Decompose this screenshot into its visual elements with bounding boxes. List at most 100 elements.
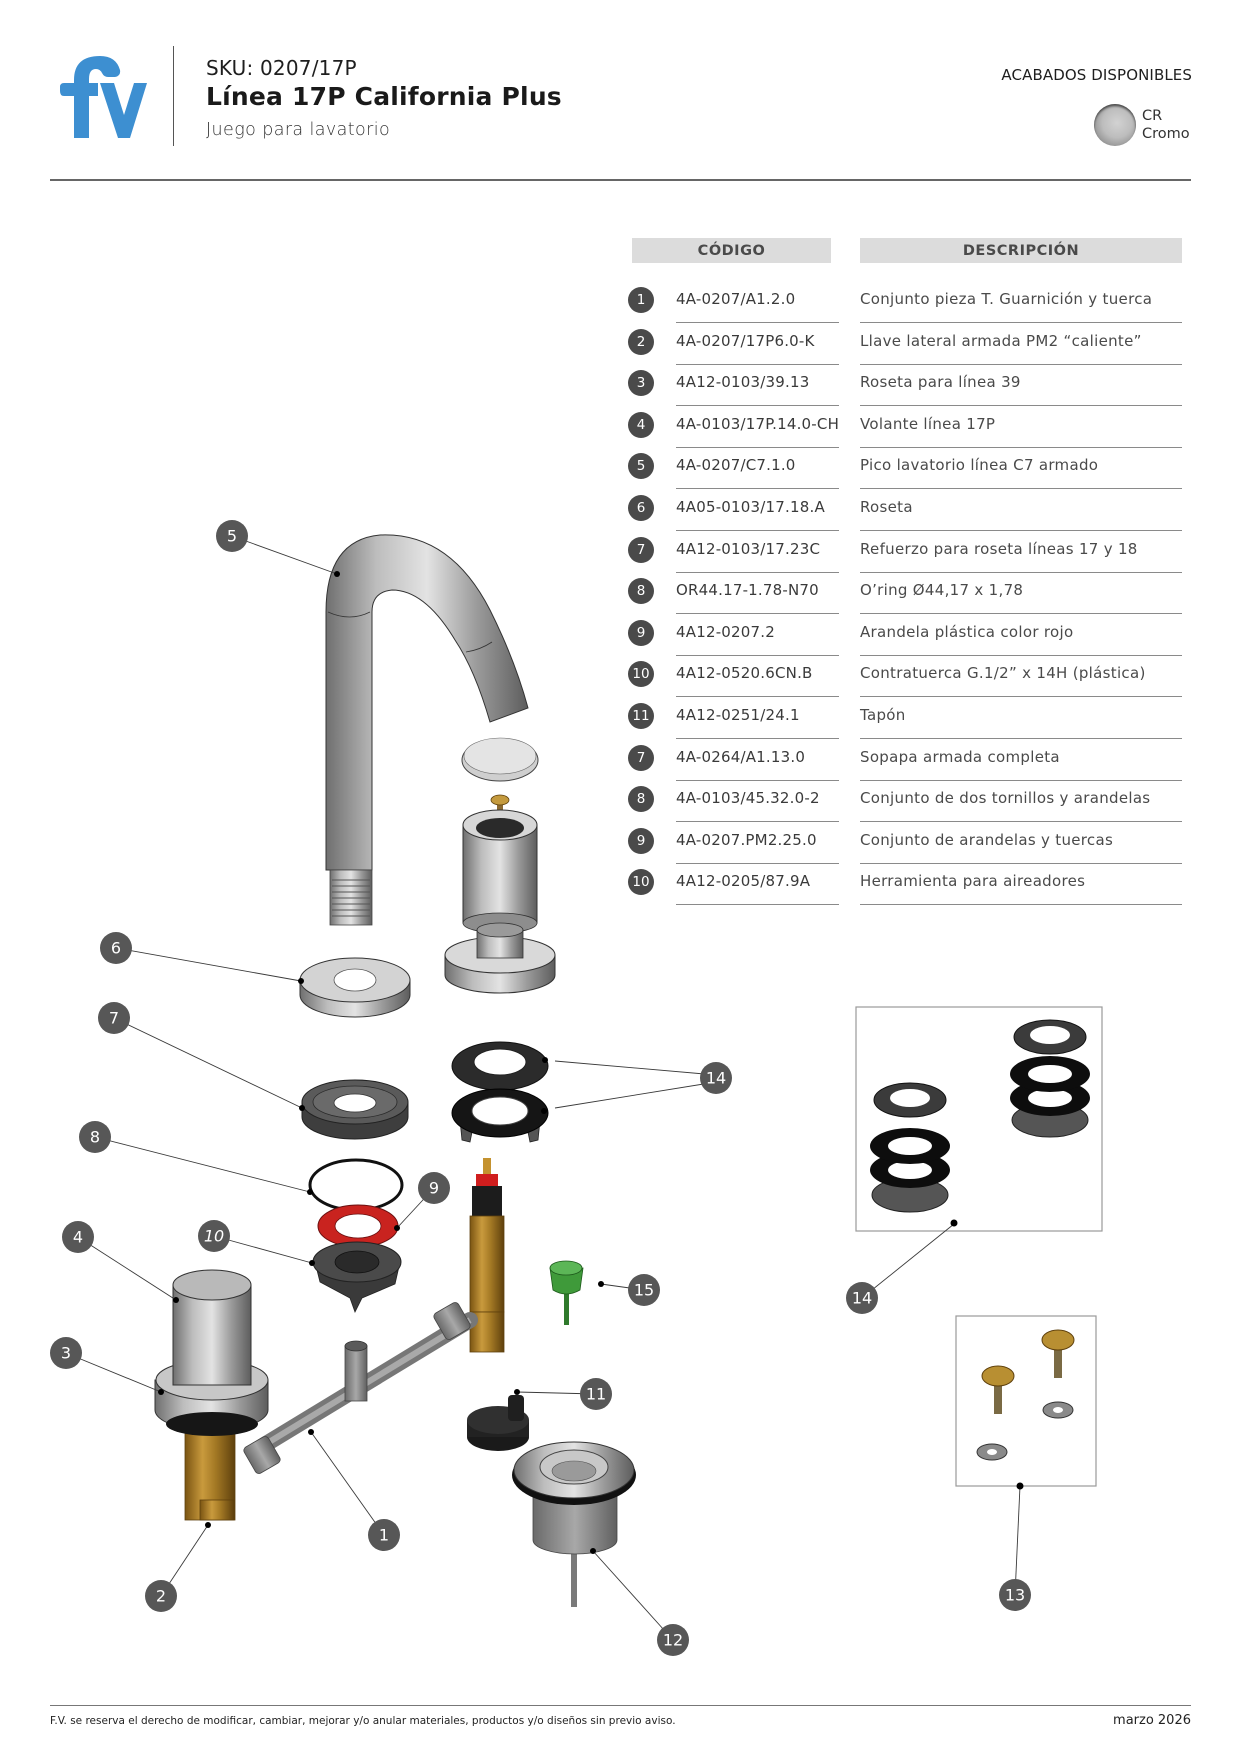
row-divider [676, 862, 839, 864]
item-number-badge: 1 [628, 287, 654, 313]
part-valve-right [469, 1158, 505, 1353]
item-number-badge: 6 [628, 495, 654, 521]
part-description: Contratuerca G.1/2” x 14H (plástica) [860, 664, 1146, 683]
part-code: 4A12-0103/39.13 [676, 373, 810, 392]
part-handle-17p [172, 1269, 252, 1386]
part-rosette [299, 957, 411, 1018]
footer-date: marzo 2026 [1113, 1713, 1191, 1728]
row-divider [860, 904, 1182, 906]
leader-4 [77, 1236, 177, 1301]
leader-12 [592, 1550, 674, 1641]
product-sku: SKU: 0207/17P [206, 56, 357, 80]
product-subtitle: Juego para lavatorio [206, 120, 391, 140]
part-description: O’ring Ø44,17 x 1,78 [860, 581, 1024, 600]
leader-1 [310, 1431, 385, 1536]
part-description: Arandela plástica color rojo [860, 622, 1074, 641]
part-red-washer [317, 1204, 399, 1248]
row-divider [860, 821, 1182, 823]
callout-badge: 15 [628, 1274, 660, 1306]
part-code: OR44.17-1.78-N70 [676, 581, 819, 600]
item-number-badge: 10 [628, 869, 654, 896]
finishes-title: ACABADOS DISPONIBLES [1001, 66, 1192, 84]
callout-label: 14 [852, 1289, 872, 1308]
fv-logo [58, 52, 148, 140]
part-code: 4A12-0205/87.9A [676, 872, 811, 891]
part-code: 4A12-0520.6CN.B [676, 664, 813, 683]
callout-badge: 8 [79, 1121, 111, 1153]
part-spout [325, 534, 529, 926]
item-number-badge: 3 [628, 370, 654, 397]
callout-badge: 7 [98, 1002, 130, 1034]
item-number-badge: 10 [628, 661, 654, 688]
item-number-badge: 7 [628, 536, 654, 563]
part-description: Tapón [860, 706, 906, 724]
callout-label: 11 [586, 1385, 606, 1404]
callout-label: 5 [227, 527, 237, 546]
callout-label: 6 [111, 939, 121, 958]
part-code: 4A12-0207.2 [676, 622, 775, 641]
part-handle-body [462, 809, 538, 934]
item-number-badge: 4 [628, 411, 654, 438]
table-row: 10 4A12-0205/87.9A Herramienta para airead… [628, 864, 1182, 906]
row-divider [676, 904, 839, 906]
inset-screw [981, 1365, 1015, 1414]
callout-badge: 4 [62, 1221, 94, 1253]
part-aerator-tool [549, 1260, 584, 1325]
part-description: Conjunto de dos tornillos y arandelas [860, 789, 1151, 808]
row-divider [676, 530, 839, 531]
leader-10 [213, 1235, 313, 1264]
chrome-swatch-icon [1094, 104, 1136, 146]
part-reinforcement [301, 1079, 409, 1140]
item-number-badge: 11 [628, 703, 654, 729]
callout-badge: 11 [580, 1378, 612, 1410]
callout-label: 10 [204, 1227, 224, 1246]
product-title: Línea 17P California Plus [206, 82, 562, 111]
row-divider [676, 696, 839, 698]
row-divider [860, 446, 1182, 448]
part-code: 4A-0264/A1.13.0 [676, 747, 806, 766]
part-code: 4A-0103/17P.14.0-CH [676, 414, 840, 433]
part-description: Llave lateral armada PM2 “caliente” [860, 331, 1142, 350]
row-divider [676, 571, 839, 573]
finish-name: Cromo [1142, 126, 1190, 142]
callout-label: 4 [73, 1228, 83, 1247]
callout-badge: 2 [145, 1580, 177, 1612]
inset-box-screws [955, 1315, 1097, 1487]
table-row: 9 4A12-0207.2 Arandela plástica color rojo [628, 615, 1182, 657]
callout-badge: 5 [216, 520, 248, 552]
part-t-pipe [243, 1302, 478, 1474]
item-number-badge: 9 [628, 619, 654, 646]
callout-label: 7 [109, 1009, 119, 1028]
row-divider [860, 696, 1182, 698]
row-divider [860, 322, 1182, 323]
part-rosette-sleeve [444, 922, 556, 994]
part-description: Refuerzo para roseta líneas 17 y 18 [860, 539, 1138, 558]
leader-7 [113, 1017, 303, 1109]
row-divider [860, 530, 1182, 531]
part-plug [467, 1395, 529, 1451]
part-code: 4A-0103/45.32.0-2 [676, 789, 820, 808]
part-description: Herramienta para aireadores [860, 872, 1086, 891]
callout-badge: 14 [846, 1282, 878, 1314]
inset-screw [1041, 1329, 1075, 1378]
footer-disclaimer: F.V. se reserva el derecho de modificar,… [50, 1715, 676, 1727]
column-header-description: DESCRIPCIÓN [860, 238, 1182, 263]
callout-label: 14 [706, 1069, 726, 1088]
row-divider [860, 654, 1182, 656]
row-divider [860, 363, 1182, 365]
part-handle-cap [461, 737, 539, 782]
part-oring [308, 1158, 404, 1212]
part-description: Volante línea 17P [860, 414, 996, 433]
part-locknut [312, 1241, 402, 1314]
leader-8 [94, 1136, 311, 1193]
leader-3 [65, 1352, 162, 1393]
callout-label: 2 [156, 1587, 166, 1606]
row-divider [676, 405, 839, 407]
row-divider [860, 779, 1182, 781]
row-divider [676, 821, 839, 823]
callout-badge: 9 [418, 1172, 450, 1204]
